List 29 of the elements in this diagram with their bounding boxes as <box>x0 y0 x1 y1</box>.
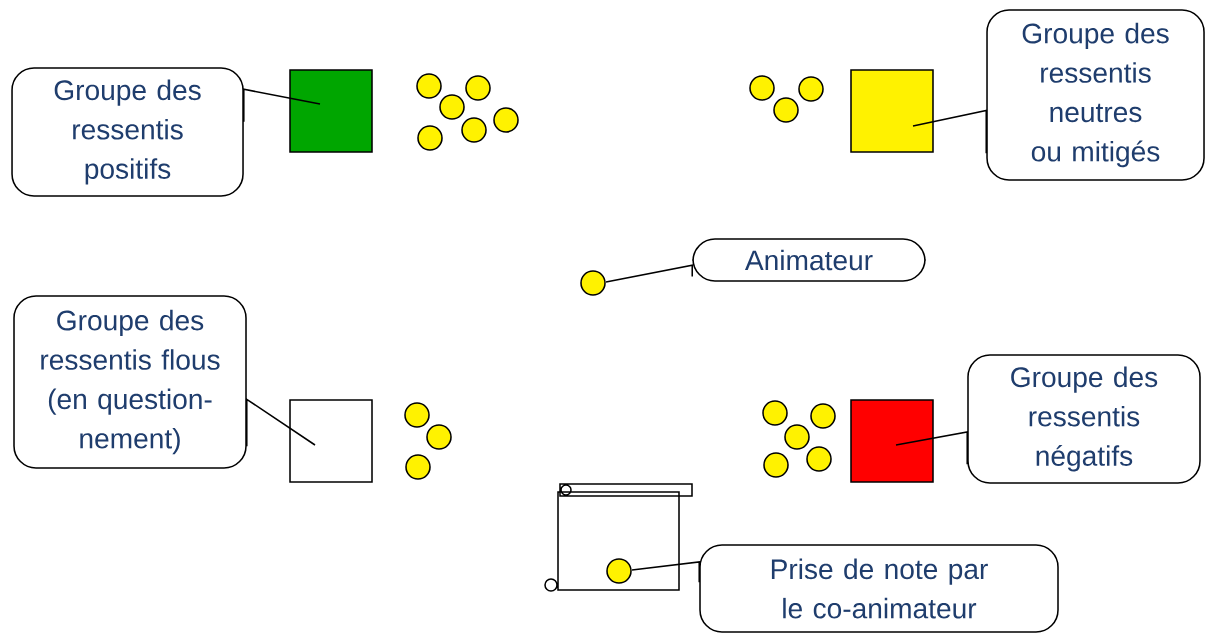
dot <box>810 403 836 429</box>
dot <box>426 424 452 450</box>
callout-bubble: Groupe des ressentis négatifs <box>967 354 1201 484</box>
dot <box>749 75 775 101</box>
callout-bubble: Groupe des ressentis positifs <box>11 67 244 197</box>
dot <box>417 125 443 151</box>
dot <box>405 454 431 480</box>
square <box>289 399 373 483</box>
dot <box>606 558 632 584</box>
dot <box>465 75 491 101</box>
dot <box>404 402 430 428</box>
dot <box>762 400 788 426</box>
dot <box>763 452 789 478</box>
dot <box>798 76 824 102</box>
dot <box>439 94 465 120</box>
dot <box>784 424 810 450</box>
callout-bubble: Groupe des ressentis flous (en question- nement) <box>13 295 247 469</box>
callout-bubble: Animateur <box>692 238 926 282</box>
callout-bubble: Groupe des ressentis neutres ou mitigés <box>986 9 1205 181</box>
square <box>289 69 373 153</box>
dot <box>416 73 442 99</box>
dot <box>461 117 487 143</box>
dot <box>773 97 799 123</box>
dot <box>580 270 606 296</box>
square <box>850 69 934 153</box>
dot <box>806 446 832 472</box>
square <box>850 399 934 483</box>
callout-bubble: Prise de note par le co-animateur <box>699 544 1059 633</box>
dot <box>493 107 519 133</box>
